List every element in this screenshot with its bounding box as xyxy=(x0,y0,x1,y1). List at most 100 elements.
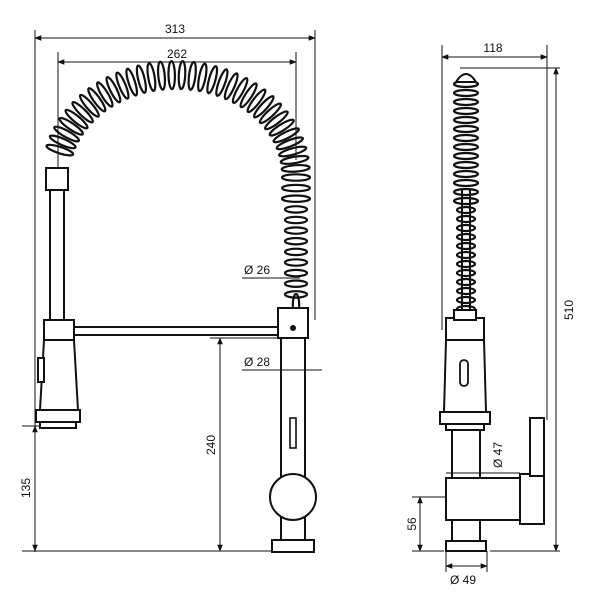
dim-head-height: 135 xyxy=(19,425,38,552)
coil-turn xyxy=(197,62,208,93)
dim-overall-width: 313 xyxy=(34,22,316,41)
coil-turn xyxy=(278,145,308,158)
side-coil-turn xyxy=(452,133,480,143)
side-coil-turn xyxy=(455,259,477,269)
coil-turn xyxy=(272,127,300,144)
coil-turn xyxy=(268,118,295,137)
dim-overall-width-label: 313 xyxy=(165,22,185,36)
coil-turn xyxy=(135,64,148,94)
coil-turn xyxy=(87,87,107,113)
side-coil-turn xyxy=(452,196,480,206)
coil-turn xyxy=(252,95,275,119)
coil-turn xyxy=(223,72,239,101)
side-coil-turn xyxy=(452,169,480,179)
coil-turn xyxy=(167,60,177,91)
dim-spring-width-label: 262 xyxy=(167,47,187,61)
coil-turn xyxy=(187,60,197,91)
front-view: 313 262 Ø 26 xyxy=(19,22,322,553)
dim-lever-diameter-label: Ø 47 xyxy=(491,442,505,468)
side-body xyxy=(445,417,545,552)
side-spring-cap xyxy=(454,73,478,83)
spray-head xyxy=(35,319,81,429)
coil-turn xyxy=(258,102,283,125)
dim-head-height-label: 135 xyxy=(19,478,33,498)
side-coil-turn xyxy=(452,187,480,197)
spring-collar xyxy=(45,167,69,191)
dim-total-height: 510 xyxy=(553,67,576,552)
coil-turn xyxy=(246,88,267,114)
coil-turn xyxy=(283,215,309,225)
side-coil-turn xyxy=(455,205,477,215)
coil-turn xyxy=(283,290,309,299)
dim-total-height-label: 510 xyxy=(562,300,576,320)
side-coil-turn xyxy=(452,160,480,170)
side-coil-turn xyxy=(455,295,477,305)
coil-turn xyxy=(283,205,309,214)
side-coil-turn xyxy=(452,88,480,98)
side-coil-turn xyxy=(455,277,477,287)
dim-body-diameter: Ø 28 xyxy=(242,355,322,371)
dim-spring-width: 262 xyxy=(57,47,297,65)
coil-turn xyxy=(283,258,309,267)
dim-body-diameter-label: Ø 28 xyxy=(244,355,270,369)
dim-base-diameter: Ø 49 xyxy=(445,563,488,587)
side-spring-coil xyxy=(452,79,480,314)
side-coil-turn xyxy=(455,268,477,278)
coil-turn xyxy=(105,75,122,104)
side-coil-turn xyxy=(452,151,480,161)
coil-turn xyxy=(215,68,229,97)
coil-turn xyxy=(283,268,309,278)
coil-turn xyxy=(280,173,312,182)
dim-depth: 118 xyxy=(441,41,548,60)
dim-hose-diameter-label: Ø 26 xyxy=(244,263,270,277)
dim-hose-diameter: Ø 26 xyxy=(242,263,300,279)
side-coil-turn xyxy=(455,241,477,251)
side-spray-head xyxy=(439,309,491,431)
dim-base-height: 56 xyxy=(405,496,423,552)
coil-turn xyxy=(283,247,309,257)
dim-depth-label: 118 xyxy=(483,41,502,55)
dim-spout-height-label: 240 xyxy=(204,435,218,455)
side-coil-turn xyxy=(452,142,480,152)
coil-turn xyxy=(53,125,81,143)
coil-turn xyxy=(275,136,305,151)
side-coil-turn xyxy=(452,97,480,107)
side-coil-turn xyxy=(455,286,477,296)
coil-turn xyxy=(239,82,258,109)
side-coil-turn xyxy=(455,214,477,224)
support-arm xyxy=(74,326,278,336)
side-coil-turn xyxy=(455,232,477,242)
coil-turn xyxy=(231,76,249,105)
extension-lines-side xyxy=(412,45,560,572)
coil-turn xyxy=(48,134,77,150)
dim-base-diameter-label: Ø 49 xyxy=(450,573,476,587)
dim-lever-diameter: Ø 47 xyxy=(446,442,520,474)
side-coil-turn xyxy=(452,178,480,188)
side-coil-turn xyxy=(452,115,480,125)
side-view: 118 510 xyxy=(405,41,576,587)
spring-coil xyxy=(45,60,312,318)
side-coil-turn xyxy=(455,250,477,260)
coil-turn xyxy=(280,183,312,193)
coil-turn xyxy=(95,81,114,108)
coil-turn xyxy=(283,226,309,235)
coil-turn xyxy=(71,100,94,124)
coil-turn xyxy=(264,110,289,131)
side-coil-turn xyxy=(452,124,480,134)
coil-turn xyxy=(177,60,187,91)
coil-turn xyxy=(156,60,167,91)
coil-turn xyxy=(125,67,139,97)
coil-turn xyxy=(280,194,312,203)
coil-turn xyxy=(115,71,130,100)
coil-turn xyxy=(283,279,309,289)
coil-turn xyxy=(280,163,311,173)
coil-turn xyxy=(58,116,84,136)
coil-turn xyxy=(64,108,89,130)
coil-turn xyxy=(279,154,310,165)
body-screw xyxy=(290,325,296,331)
coil-turn xyxy=(146,62,157,93)
faucet-body xyxy=(269,307,317,553)
left-tube xyxy=(49,190,65,320)
coil-turn xyxy=(283,236,309,246)
